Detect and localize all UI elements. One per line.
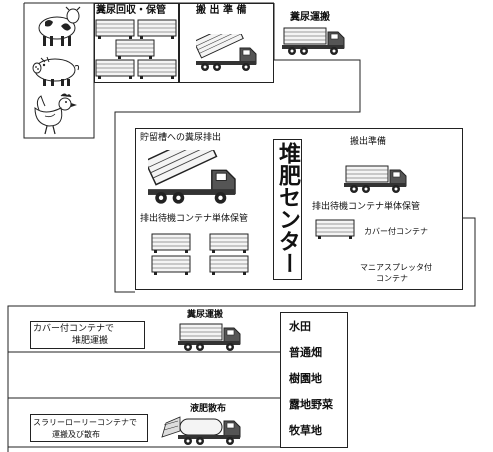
- compost-box-line2: 堆肥運搬: [72, 336, 109, 346]
- standby-left-label: 排出待機コンテナ単体保管: [140, 214, 249, 224]
- dump-truck-icon: [148, 150, 236, 205]
- slurry-line2: 運搬及び散布: [52, 430, 100, 439]
- container-icon: [209, 255, 249, 276]
- container-truck-icon: [344, 165, 407, 194]
- spreader-label-1: マニアスプレッタ付: [360, 263, 432, 272]
- standby-right-label: 排出待機コンテナ単体保管: [312, 202, 421, 212]
- prep-label: 搬出準備: [350, 137, 387, 147]
- discharge-label: 貯留槽への糞尿排出: [140, 133, 222, 143]
- compost-box-line1: カバー付コンテナで: [33, 324, 115, 334]
- title-box: [273, 139, 302, 280]
- container-icon: [151, 233, 191, 254]
- slurry-line1: スラリーローリーコンテナで: [33, 418, 137, 427]
- container-icon: [137, 59, 177, 80]
- slurry-box: [30, 414, 148, 442]
- loading-label: 搬 出 準 備: [196, 5, 247, 16]
- container-icon: [95, 19, 135, 40]
- container-icon: [95, 59, 135, 80]
- field-vegetable: 露地野菜: [289, 398, 333, 411]
- container-truck-icon: [178, 323, 241, 352]
- transport-top-label: 糞尿運搬: [290, 12, 330, 23]
- container-icon: [137, 19, 177, 40]
- cover-container-label: カバー付コンテナ: [364, 227, 428, 236]
- liquid-label: 液肥散布: [190, 404, 227, 414]
- container-icon: [209, 233, 249, 254]
- field-upland: 普通畑: [289, 346, 322, 359]
- cow-icon: [38, 6, 81, 46]
- dump-truck-icon: [196, 34, 257, 72]
- field-orchard: 樹園地: [289, 372, 322, 385]
- page-title: 堆肥センター: [275, 142, 300, 274]
- animal-column: [25, 4, 93, 137]
- field-paddy: 水田: [289, 320, 311, 333]
- container-truck-icon: [282, 27, 345, 56]
- container-icon: [115, 39, 155, 60]
- spreader-label-2: コンテナ: [376, 274, 408, 283]
- field-list: [280, 312, 348, 448]
- compost-transport-box: [30, 321, 145, 349]
- storage-containers: [95, 19, 177, 80]
- pig-icon: [32, 56, 80, 86]
- storage-label: 糞尿回収・保管: [96, 5, 166, 16]
- transport-bottom-label: 糞尿運搬: [187, 310, 224, 320]
- field-pasture: 牧草地: [289, 424, 322, 437]
- chicken-icon: [34, 93, 77, 135]
- container-icon: [315, 219, 355, 240]
- standby-containers: [151, 233, 249, 276]
- tanker-truck-icon: [161, 416, 241, 445]
- container-icon: [151, 255, 191, 276]
